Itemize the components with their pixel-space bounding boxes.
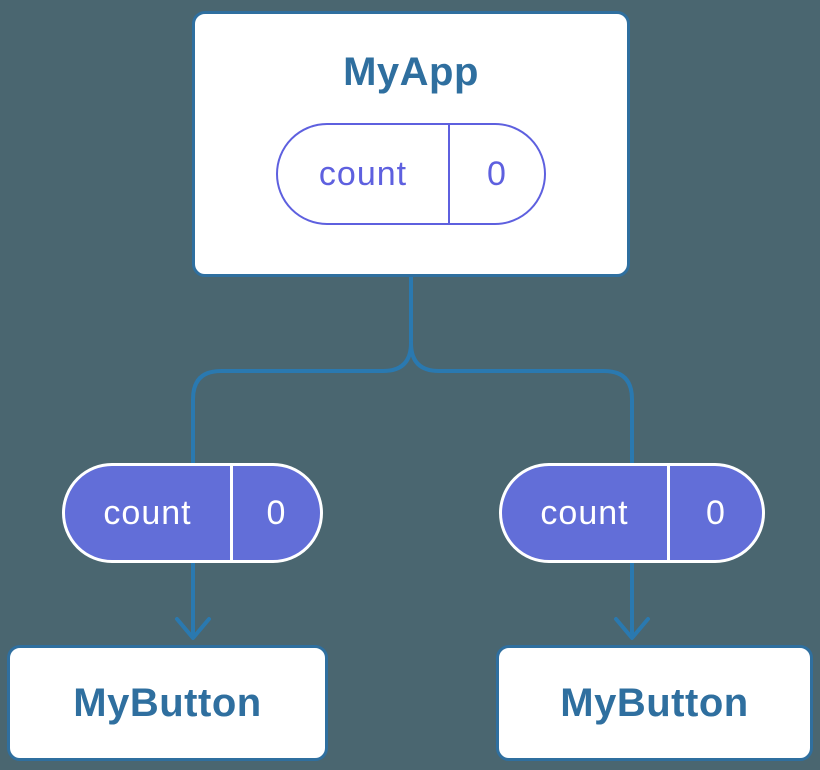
connector-branch-right	[409, 341, 634, 638]
arrowhead-left-icon	[175, 617, 211, 640]
component-box-mybutton-right: MyButton	[496, 645, 813, 761]
state-pill-value: 0	[487, 154, 507, 193]
component-box-myapp: MyApp count 0	[192, 11, 630, 277]
arrowhead-right-icon	[614, 617, 650, 640]
prop-pill-label: count	[502, 466, 670, 560]
connector-branch-left	[191, 341, 413, 638]
component-title: MyApp	[343, 50, 479, 94]
state-pill: count 0	[276, 123, 546, 225]
prop-pill-left: count 0	[62, 463, 323, 563]
state-pill-label: count	[278, 125, 450, 223]
prop-pill-label: count	[65, 466, 233, 560]
component-title: MyButton	[73, 681, 262, 725]
component-title: MyButton	[560, 681, 749, 725]
prop-pill-right: count 0	[499, 463, 765, 563]
prop-pill-value: 0	[266, 493, 287, 532]
component-box-mybutton-left: MyButton	[7, 645, 328, 761]
prop-pill-value: 0	[706, 493, 726, 532]
